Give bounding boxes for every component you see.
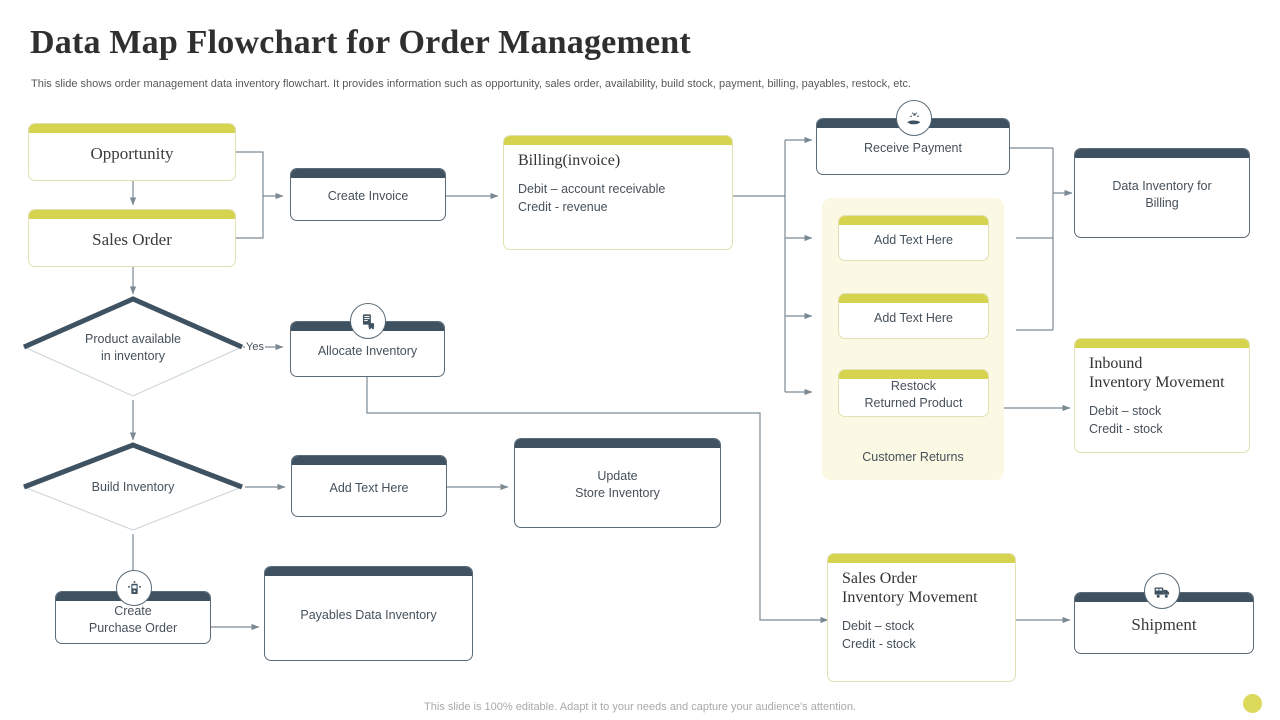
node-line-1: Debit – stock (842, 618, 915, 633)
footer-note: This slide is 100% editable. Adapt it to… (424, 701, 856, 713)
edge-label-yes: Yes (245, 341, 265, 353)
node-update-store-inventory[interactable]: Update Store Inventory (514, 438, 721, 528)
node-label: Add Text Here (874, 232, 953, 247)
node-label: Create Invoice (327, 189, 409, 204)
node-accent-bar (504, 136, 732, 145)
node-line-2: Credit - stock (1089, 421, 1163, 436)
node-label: Allocate Inventory (317, 343, 418, 358)
page-title: Data Map Flowchart for Order Management (30, 24, 691, 61)
corner-dot-decoration (1243, 694, 1262, 713)
node-label: Payables Data Inventory (300, 608, 437, 623)
decision-product-available[interactable]: Product available in inventory (20, 295, 246, 400)
diamond-shape (22, 442, 244, 531)
node-label: Add Text Here (874, 310, 953, 325)
node-line-2: Credit - stock (842, 636, 916, 651)
node-line-1: Restock (890, 379, 937, 394)
decision-line-1: Product available (85, 331, 181, 346)
node-line-2: Credit - revenue (518, 200, 608, 214)
node-accent-bar (1075, 339, 1249, 348)
node-line-1: Create (114, 603, 152, 618)
payment-hand-icon (896, 100, 932, 136)
node-label: Receive Payment (864, 141, 962, 156)
node-line-1: Debit – stock (1089, 403, 1162, 418)
node-line-1: Data Inventory for (1112, 179, 1212, 194)
group-caption-customer-returns: Customer Returns (862, 450, 964, 464)
node-label: Opportunity (90, 143, 174, 163)
node-label: Update Store Inventory (515, 439, 720, 527)
node-label: Data Inventory for Billing (1075, 149, 1249, 237)
node-accent-bar (1075, 149, 1249, 158)
node-accent-bar (29, 124, 235, 133)
node-accent-bar (839, 216, 988, 225)
node-title-line-1: Inbound (1089, 355, 1143, 372)
node-payables-data-inventory[interactable]: Payables Data Inventory (264, 566, 473, 661)
node-title: Sales Order Inventory Movement (842, 570, 1001, 608)
inventory-boxes-icon (350, 303, 386, 339)
node-accent-bar (839, 370, 988, 379)
node-line-2: Store Inventory (575, 486, 660, 500)
node-title-line-1: Sales Order (842, 570, 918, 587)
node-accent-bar (265, 567, 472, 576)
node-accent-bar (292, 456, 446, 465)
node-label: Shipment (1131, 614, 1197, 634)
node-billing-invoice[interactable]: Billing(invoice) Debit – account receiva… (503, 135, 733, 250)
node-sales-order-inventory-movement[interactable]: Sales Order Inventory Movement Debit – s… (827, 553, 1016, 682)
node-accent-bar (828, 554, 1015, 563)
node-line-1: Debit – account receivable (518, 181, 666, 196)
decision-line-2: in inventory (101, 348, 165, 363)
node-label: Add Text Here (329, 480, 409, 495)
node-label: Restock Returned Product (839, 370, 988, 416)
node-inbound-inventory-movement[interactable]: Inbound Inventory Movement Debit – stock… (1074, 338, 1250, 453)
node-accent-bar (839, 294, 988, 303)
node-add-text-mid[interactable]: Add Text Here (291, 455, 447, 517)
node-title: Billing(invoice) (518, 152, 621, 169)
page-subtitle: This slide shows order management data i… (31, 78, 912, 90)
node-label: Create Purchase Order (56, 592, 210, 643)
node-line-1: Update (597, 469, 638, 484)
decision-label: Build Inventory (91, 480, 175, 495)
node-title-line-2: Inventory Movement (842, 588, 978, 606)
node-line-2: Returned Product (864, 396, 963, 410)
node-line-2: Billing (1145, 196, 1179, 210)
node-opportunity[interactable]: Opportunity (28, 123, 236, 181)
node-accent-bar (515, 439, 720, 448)
purchase-order-icon (116, 570, 152, 606)
node-create-invoice[interactable]: Create Invoice (290, 168, 446, 221)
node-line-2: Purchase Order (88, 620, 178, 635)
node-title-line-2: Inventory Movement (1089, 373, 1225, 391)
node-title: Inbound Inventory Movement (1089, 355, 1235, 393)
node-data-inventory-for-billing[interactable]: Data Inventory for Billing (1074, 148, 1250, 238)
decision-build-inventory[interactable]: Build Inventory (20, 441, 246, 534)
decision-label: Product available in inventory (20, 295, 246, 400)
node-sales-order[interactable]: Sales Order (28, 209, 236, 267)
node-returns-box-1[interactable]: Add Text Here (838, 215, 989, 261)
node-returns-box-2[interactable]: Add Text Here (838, 293, 989, 339)
node-label: Sales Order (92, 229, 172, 249)
node-restock-returned-product[interactable]: Restock Returned Product (838, 369, 989, 417)
shipment-truck-icon (1144, 573, 1180, 609)
node-accent-bar (291, 169, 445, 178)
node-accent-bar (29, 210, 235, 219)
diamond-shape (22, 296, 244, 397)
